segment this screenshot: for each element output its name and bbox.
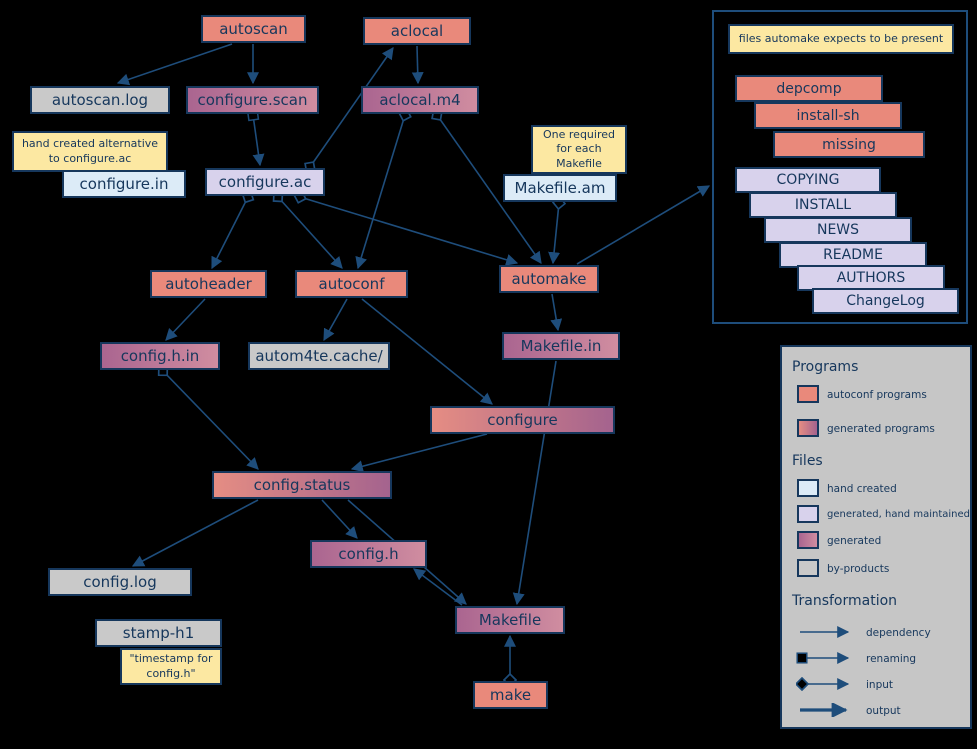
dependency-arrow-icon	[800, 626, 850, 638]
output-arrow-icon	[800, 703, 848, 717]
edge-autoscan-to-autoscan-log	[116, 43, 233, 86]
node-autom4te-cache: autom4te.cache/	[248, 342, 390, 370]
edge-configure-to-config-status	[350, 433, 488, 473]
node-news: NEWS	[764, 217, 912, 243]
node-missing: missing	[773, 131, 925, 158]
legend-transformation-heading: Transformation	[792, 593, 898, 609]
node-makefile-in: Makefile.in	[502, 332, 620, 360]
node-autoconf: autoconf	[295, 270, 408, 298]
node-configure: configure	[430, 406, 615, 434]
node-automake: automake	[499, 265, 599, 293]
swatch-autoconf-programs	[797, 385, 819, 403]
legend-by-products-label: by-products	[827, 563, 890, 575]
node-authors: AUTHORS	[797, 265, 945, 291]
node-aclocal: aclocal	[363, 17, 471, 45]
edge-makefile-to-config-h	[413, 568, 463, 606]
node-config-log: config.log	[48, 568, 192, 596]
edge-autoconf-to-configure	[361, 298, 493, 405]
swatch-by-products	[797, 559, 819, 577]
legend-generated-label: generated	[827, 535, 882, 547]
legend-files-heading: Files	[792, 453, 823, 469]
edge-autoheader-to-config-h-in	[165, 298, 206, 341]
node-make: make	[473, 681, 548, 709]
swatch-generated-hand-maintained	[797, 505, 819, 523]
note-timestamp-for-config-h: "timestamp for config.h"	[120, 648, 222, 685]
node-install: INSTALL	[749, 192, 897, 218]
node-makefile-am: Makefile.am	[503, 174, 617, 202]
legend-autoconf-programs-label: autoconf programs	[827, 389, 927, 401]
legend-renaming-label: renaming	[866, 653, 917, 665]
renaming-arrow-icon	[796, 652, 850, 664]
node-install-sh: install-sh	[754, 102, 902, 129]
legend-programs-heading: Programs	[792, 359, 859, 375]
note-hand-created-alternative: hand created alternative to configure.ac	[12, 131, 168, 172]
edge-config-status-to-config-h	[321, 499, 358, 539]
node-aclocal-m4: aclocal.m4	[361, 86, 479, 114]
swatch-generated-programs	[797, 419, 819, 437]
node-configure-scan: configure.scan	[186, 86, 319, 114]
node-autoscan: autoscan	[201, 15, 306, 43]
swatch-generated	[797, 531, 819, 549]
edge-config-h-in-to-config-status	[157, 365, 259, 470]
node-configure-ac: configure.ac	[205, 168, 325, 196]
node-config-status: config.status	[212, 471, 392, 499]
legend-hand-created-label: hand created	[827, 483, 897, 495]
legend-input-label: input	[866, 679, 894, 691]
node-config-h: config.h	[310, 540, 427, 568]
node-autoscan-log: autoscan.log	[30, 86, 170, 114]
edge-configure-ac-to-automake	[293, 190, 519, 266]
legend-dependency-label: dependency	[866, 627, 931, 639]
legend-output-label: output	[866, 705, 901, 717]
edge-aclocal-m4-to-automake	[431, 109, 542, 264]
note-files-automake-expects: files automake expects to be present	[728, 24, 954, 54]
edge-configure-ac-to-aclocal	[304, 47, 394, 173]
node-autoheader: autoheader	[150, 270, 267, 298]
edge-autoconf-to-autom4te-cache	[323, 298, 348, 342]
node-readme: README	[779, 242, 927, 268]
edge-makefile-am-to-automake	[548, 195, 567, 265]
edge-aclocal-to-aclocal-m4	[411, 45, 424, 85]
expected-files-box: files automake expects to be present dep…	[712, 10, 968, 324]
edge-aclocal-m4-to-autoconf	[355, 108, 412, 270]
node-configure-in: configure.in	[62, 170, 186, 198]
node-copying: COPYING	[735, 167, 881, 193]
legend-panel: Programs autoconf programs generated pro…	[780, 345, 972, 729]
edge-automake-to-expected-files-box	[576, 185, 711, 265]
node-changelog: ChangeLog	[812, 288, 959, 314]
node-config-h-in: config.h.in	[100, 342, 220, 370]
edge-automake-to-makefile-in	[550, 293, 563, 332]
legend-generated-hand-maintained-label: generated, hand maintained	[827, 509, 970, 520]
edge-makefile-in-to-makefile	[512, 360, 557, 606]
input-arrow-icon	[796, 677, 850, 691]
legend-generated-programs-label: generated programs	[827, 423, 935, 435]
edge-configure-scan-to-configure-ac-renaming	[246, 108, 265, 167]
edge-config-status-to-config-log	[131, 499, 259, 567]
edge-configure-ac-to-autoheader	[211, 190, 255, 270]
node-makefile: Makefile	[455, 606, 565, 634]
node-depcomp: depcomp	[735, 75, 883, 102]
swatch-hand-created	[797, 479, 819, 497]
node-stamp-h1: stamp-h1	[95, 619, 222, 647]
note-one-required-per-makefile: One required for each Makefile	[531, 125, 627, 174]
